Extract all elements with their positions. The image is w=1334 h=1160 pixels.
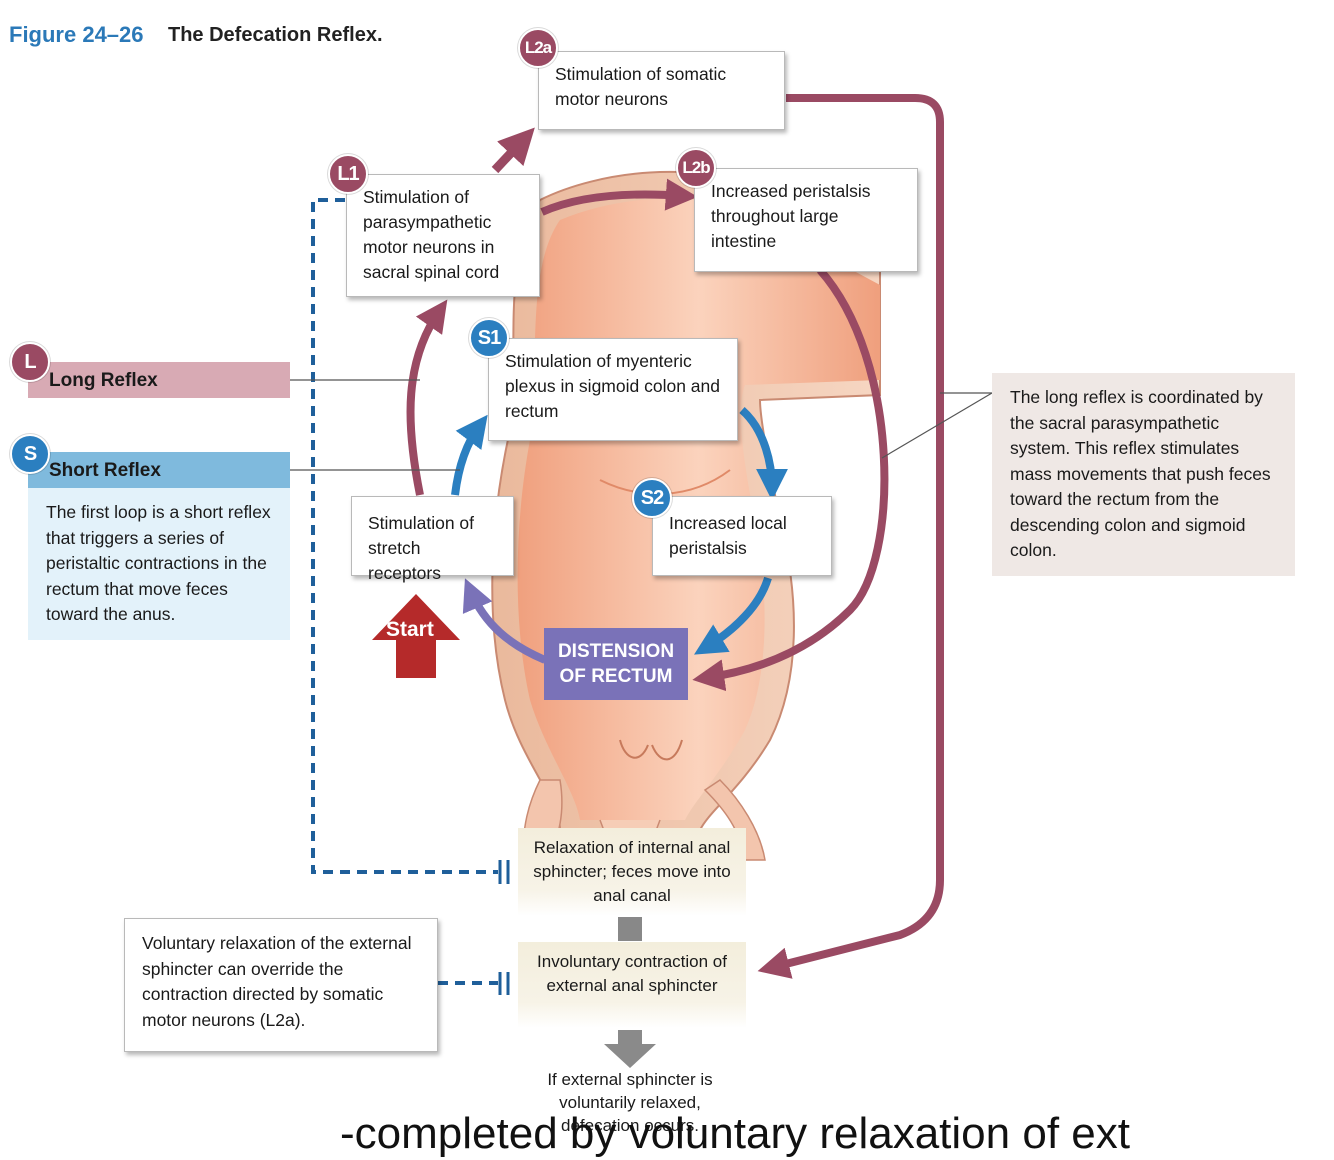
long-reflex-bar: [28, 362, 290, 398]
step-s2-local-peristalsis: Increased local peristalsis: [652, 496, 832, 576]
distension-line2: OF RECTUM: [559, 666, 673, 687]
short-reflex-bar: [28, 452, 290, 488]
defecation-outcome: If external sphincter is voluntarily rel…: [547, 1070, 713, 1135]
figure-number: Figure 24–26: [9, 22, 144, 47]
step-l2b-peristalsis: Increased peristalsis throughout large i…: [694, 168, 918, 272]
long-reflex-label: Long Reflex: [49, 370, 158, 391]
step-stretch-receptors: Stimulation of stretch receptors: [351, 496, 514, 583]
badge-l2b: L2b: [676, 148, 716, 188]
step-l2a-somatic-motor: Stimulation of somatic motor neurons: [538, 51, 785, 130]
badge-s1: S1: [469, 318, 509, 358]
start-label: Start: [386, 618, 434, 641]
distension-line1: DISTENSION: [557, 641, 675, 662]
badge-l1: L1: [328, 154, 368, 194]
slide-caption: -completed by voluntary relaxation of ex…: [340, 1109, 1130, 1158]
external-sphincter-contraction: Involuntary contraction of external anal…: [518, 942, 746, 1028]
distension-of-rectum: DISTENSION OF RECTUM: [544, 628, 688, 700]
short-reflex-label: Short Reflex: [49, 460, 161, 481]
step-l1-parasympathetic: Stimulation of parasympathetic motor neu…: [346, 174, 540, 297]
voluntary-override-note: Voluntary relaxation of the external sph…: [124, 918, 438, 1052]
short-reflex-description: The first loop is a short reflex that tr…: [28, 488, 290, 640]
internal-sphincter-relaxation: Relaxation of internal anal sphincter; f…: [518, 828, 746, 916]
short-reflex-badge: S: [10, 434, 50, 474]
long-reflex-note: The long reflex is coordinated by the sa…: [992, 373, 1295, 576]
long-reflex-badge: L: [10, 342, 50, 382]
step-s1-myenteric-plexus: Stimulation of myenteric plexus in sigmo…: [488, 338, 738, 441]
figure-title: The Defecation Reflex.: [168, 24, 383, 46]
badge-l2a: L2a: [518, 28, 558, 68]
badge-s2: S2: [632, 478, 672, 518]
